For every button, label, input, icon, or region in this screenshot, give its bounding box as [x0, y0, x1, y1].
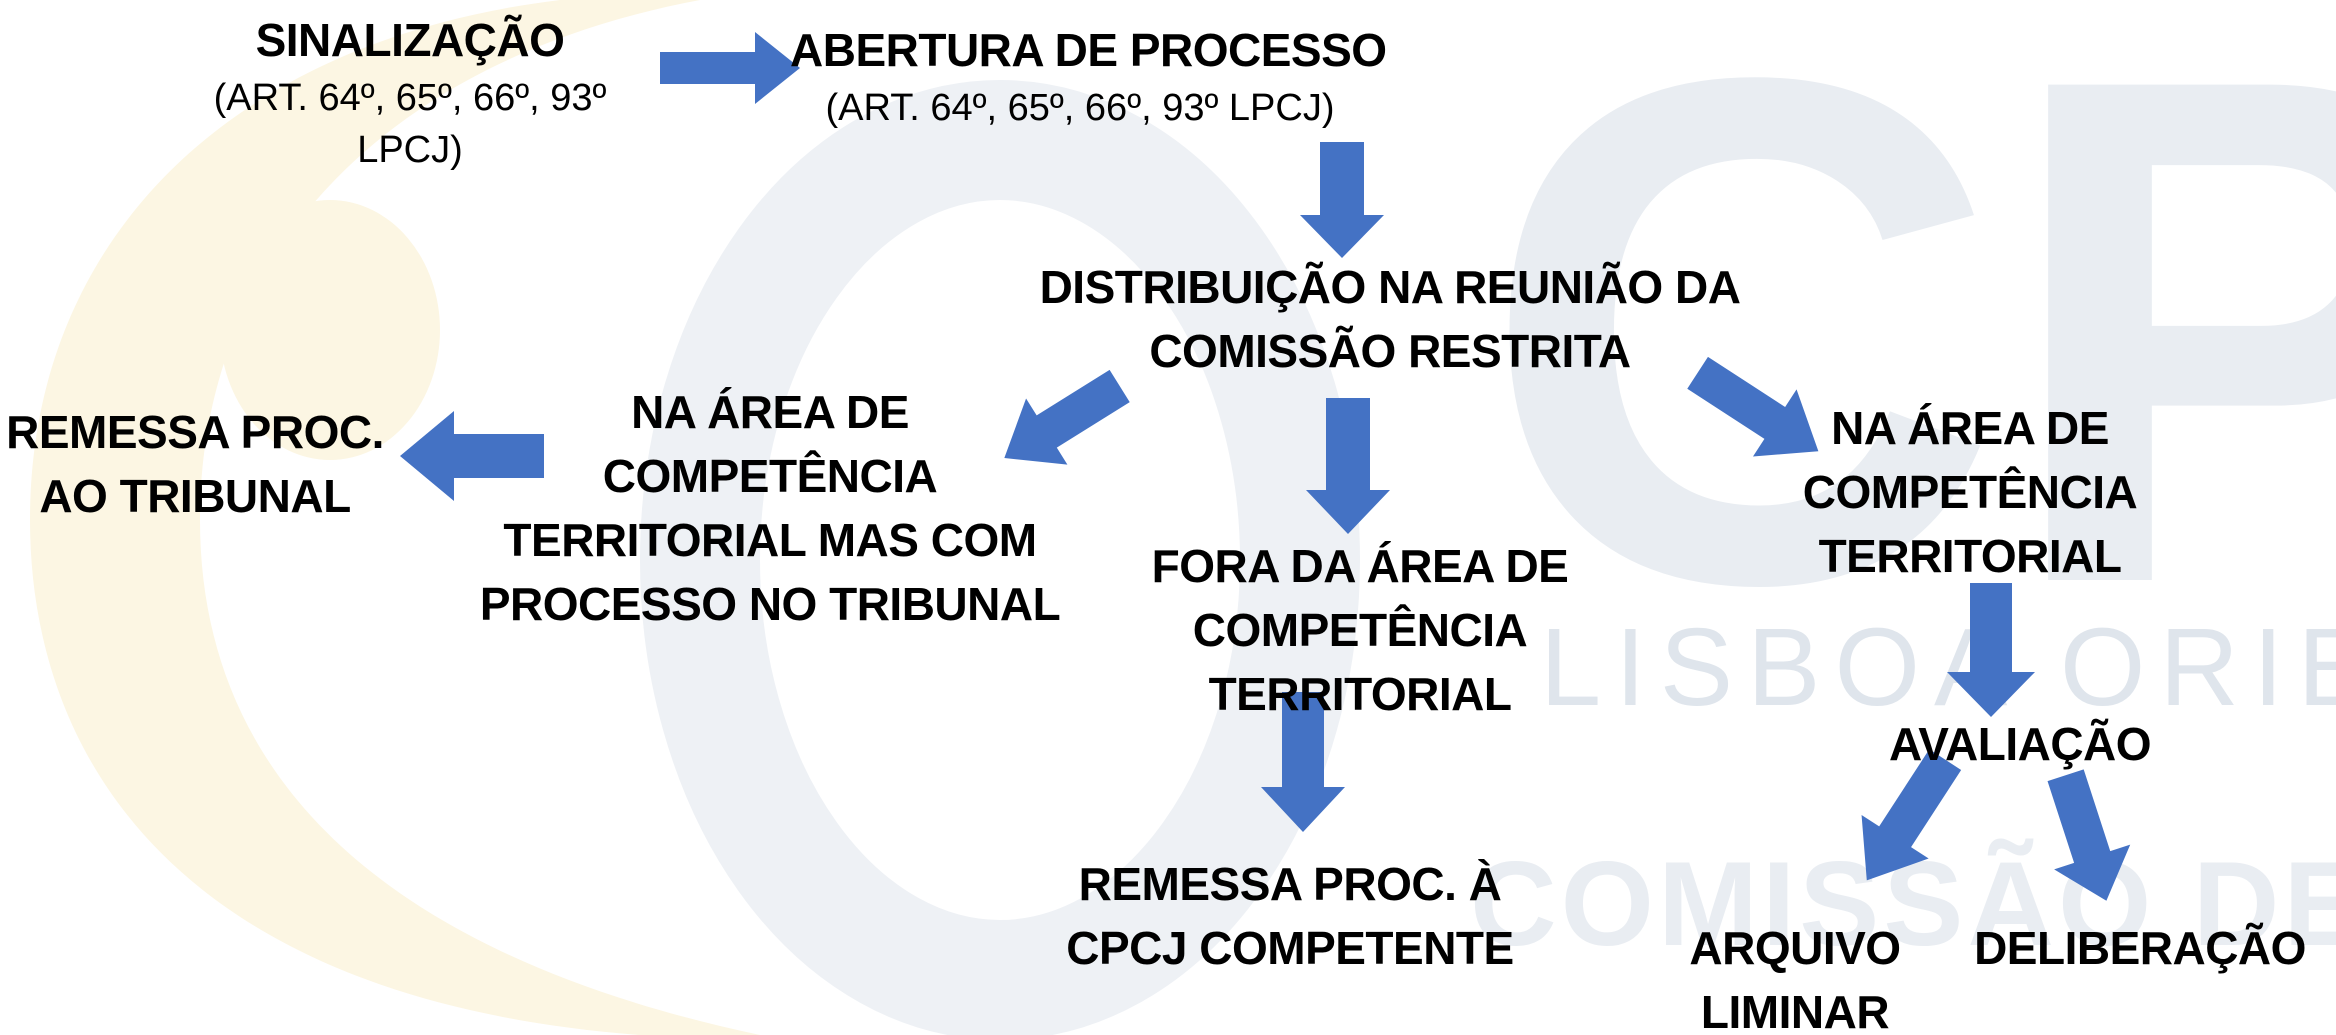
node-area-competencia-line: COMPETÊNCIA — [1802, 466, 2138, 518]
node-avaliacao: AVALIAÇÃO — [1860, 712, 2180, 776]
node-distribuicao-line: COMISSÃO RESTRITA — [1149, 325, 1631, 377]
arrow-sinalizacao-to-abertura — [660, 32, 800, 104]
node-abertura-sub-line: (ART. 64º, 65º, 66º, 93º LPCJ) — [825, 87, 1335, 129]
node-avaliacao-line: AVALIAÇÃO — [1888, 718, 2152, 770]
node-distribuicao: DISTRIBUIÇÃO NA REUNIÃO DA COMISSÃO REST… — [1000, 255, 1780, 383]
node-remessa-tribunal-line: AO TRIBUNAL — [39, 470, 351, 522]
node-abertura: ABERTURA DE PROCESSO (ART. 64º, 65º, 66º… — [790, 18, 1387, 134]
node-remessa-cpcj-line: CPCJ COMPETENTE — [1066, 922, 1514, 974]
arrow-avaliacao-to-arquivo — [1861, 749, 1962, 881]
arrow-distribuicao-to-fora-area — [1306, 398, 1390, 534]
node-fora-area-line: FORA DA ÁREA DE — [1151, 540, 1569, 592]
node-area-tribunal-line: COMPETÊNCIA — [602, 450, 938, 502]
node-abertura-title: ABERTURA DE PROCESSO — [790, 24, 1387, 76]
arrow-area-tribunal-to-remessa-tribunal — [400, 411, 544, 501]
node-sinalizacao-title: SINALIZAÇÃO — [255, 14, 565, 66]
node-arquivo-line: LIMINAR — [1700, 986, 1890, 1035]
arrow-distribuicao-to-area-competencia — [1687, 356, 1819, 457]
node-area-competencia-line: NA ÁREA DE — [1831, 402, 2109, 454]
watermark-yellow-arc — [30, 0, 760, 1035]
node-fora-area: FORA DA ÁREA DE COMPETÊNCIA TERRITORIAL — [1110, 534, 1610, 726]
node-arquivo: ARQUIVO LIMINAR — [1650, 916, 1940, 1035]
watermark-brand-text: CPC — [1480, 0, 2336, 733]
node-area-tribunal-line: TERRITORIAL MAS COM — [503, 514, 1037, 566]
node-remessa-cpcj-line: REMESSA PROC. À — [1078, 858, 1502, 910]
node-distribuicao-line: DISTRIBUIÇÃO NA REUNIÃO DA — [1039, 261, 1741, 313]
arrow-distribuicao-to-area-tribunal — [1004, 369, 1130, 465]
node-fora-area-line: TERRITORIAL — [1208, 668, 1512, 720]
watermark-line1-text: LISBOA ORIENTAL — [1540, 606, 2336, 729]
node-remessa-tribunal-line: REMESSA PROC. — [6, 406, 384, 458]
node-remessa-cpcj: REMESSA PROC. À CPCJ COMPETENTE — [1040, 852, 1540, 980]
node-arquivo-line: ARQUIVO — [1689, 922, 1901, 974]
arrow-avaliacao-to-deliberacao — [2047, 769, 2131, 901]
node-area-tribunal: NA ÁREA DE COMPETÊNCIA TERRITORIAL MAS C… — [470, 380, 1070, 636]
node-fora-area-line: COMPETÊNCIA — [1192, 604, 1528, 656]
watermark-yellow-dot — [220, 200, 440, 460]
node-sinalizacao-sub-line: (ART. 64º, 65º, 66º, 93º — [213, 77, 607, 119]
node-deliberacao: DELIBERAÇÃO — [1950, 916, 2330, 980]
arrow-abertura-to-distribuicao — [1300, 142, 1384, 258]
node-area-tribunal-line: PROCESSO NO TRIBUNAL — [479, 578, 1061, 630]
node-sinalizacao-subtitle: (ART. 64º, 65º, 66º, 93º LPCJ) — [150, 72, 670, 176]
arrow-fora-area-to-remessa-cpcj — [1261, 692, 1345, 832]
node-sinalizacao-sub-line: LPCJ) — [357, 129, 463, 171]
watermark-grey-ring — [640, 80, 1360, 1035]
node-area-tribunal-line: NA ÁREA DE — [631, 386, 909, 438]
node-abertura-subtitle: (ART. 64º, 65º, 66º, 93º LPCJ) — [790, 82, 1370, 134]
node-deliberacao-line: DELIBERAÇÃO — [1974, 922, 2306, 974]
node-remessa-tribunal: REMESSA PROC. AO TRIBUNAL — [0, 400, 390, 528]
node-sinalizacao: SINALIZAÇÃO (ART. 64º, 65º, 66º, 93º LPC… — [150, 8, 670, 176]
node-area-competencia-line: TERRITORIAL — [1818, 530, 2122, 582]
node-area-competencia: NA ÁREA DE COMPETÊNCIA TERRITORIAL — [1780, 396, 2160, 588]
arrow-area-competencia-to-avaliacao — [1947, 583, 2035, 717]
